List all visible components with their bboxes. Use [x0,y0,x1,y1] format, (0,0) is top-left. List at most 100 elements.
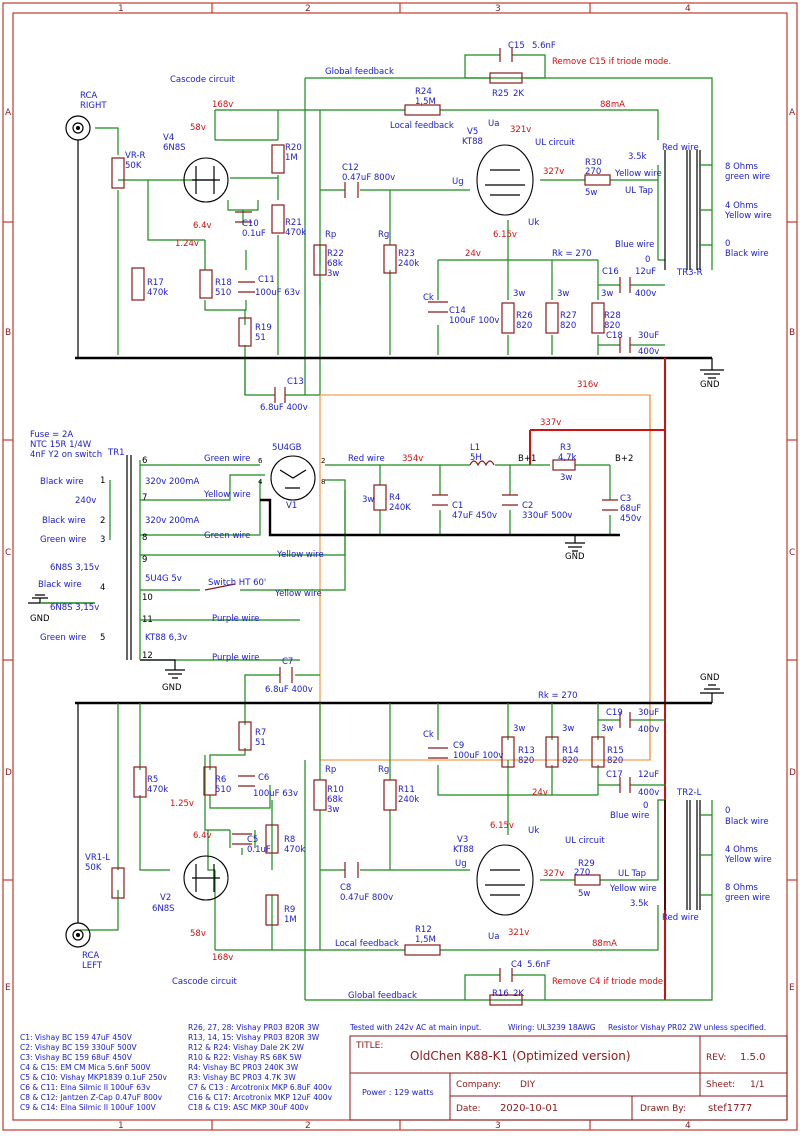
tr1-pin-3: 3 [100,535,105,545]
r9-name: R9 [284,905,295,915]
voltage-321v-right: 321v [510,125,531,135]
drawn-by-value: stef1777 [708,1103,752,1114]
potentiometer-vr1-l[interactable] [111,867,125,899]
choke-l1 [469,460,495,467]
tr1-pin-9: 9 [142,555,147,565]
r8-value: 470k [284,845,305,855]
potentiometer-vr-r[interactable] [111,157,125,189]
capacitor-c19 [619,712,631,728]
ul-circuit-left: UL circuit [565,836,605,846]
r13-name: R13 [518,746,535,756]
r15-watt: 3w [601,724,613,734]
resistor-r30 [584,174,611,186]
capacitor-c17 [619,777,631,793]
r10-watt: 3w [327,805,339,815]
gnd-symbol-heater [28,594,95,604]
title-block: TITLE: OldChen K88-K1 (Optimized version… [349,1035,788,1121]
r16-name: R16 [492,989,509,999]
gnd-symbol-left [700,684,724,703]
heater-kt88: KT88 6,3v [145,633,187,643]
parts-c1: C1: Vishay BC 159 47uF 450V [20,1033,133,1042]
c4-value: 5.6nF [527,960,551,970]
c18-value: 30uF [638,331,659,341]
note-resistor: Resistor Vishay PR02 2W unless specified… [608,1023,766,1032]
c8-name: C8 [340,883,351,893]
r12-name: R12 [415,925,432,935]
heater-5u4g: 5U4G 5v [145,574,182,584]
drawn-by-label: Drawn By: [640,1104,686,1114]
tube-v2-6n8s [183,855,229,901]
voltage-168v-right: 168v [212,100,233,110]
v1-pin-4: 4 [258,478,263,486]
c19-voltage: 400v [638,725,659,735]
cascode-label-left: Cascode circuit [172,977,238,987]
r4-value: 240K [389,503,411,513]
tr1-pin-7: 7 [142,493,147,503]
ck-label-left: Ck [423,730,434,740]
c2-name: C2 [522,501,533,511]
r10-value: 68k [327,795,343,805]
c19-name: C19 [606,708,623,718]
sec1-rating: 320v 200mA [145,477,199,487]
r9-value: 1M [284,915,297,925]
b2-label: B+2 [615,454,633,464]
black-wire-1: Black wire [40,477,84,487]
c7-value: 6.8uF 400v [265,685,313,695]
row-label-c-right: C [789,548,795,558]
r18-value: 510 [215,288,231,298]
red-wire-hv: Red wire [348,454,385,464]
resistor-r25 [489,72,523,84]
c13-value: 6.8uF 400v [260,403,308,413]
c15-name: C15 [508,41,525,51]
tr1-pin-2: 2 [100,516,105,526]
resistor-r4 [373,484,387,511]
switch-ht[interactable] [204,583,236,591]
ug-label-left: Ug [455,859,467,869]
rectifier-tube-5u4gb [270,455,316,501]
r30-value: 270 [585,167,601,177]
c17-voltage: 400v [638,788,659,798]
r15-name: R15 [607,746,624,756]
c13-name: C13 [287,377,304,387]
tr1-pin-6: 6 [142,456,147,466]
r30-watt: 5w [585,188,597,198]
ul-tap-left: UL Tap [618,869,646,879]
capacitor-c6 [238,775,255,787]
r8-name: R8 [284,835,295,845]
power-rating: Power : 129 watts [362,1088,434,1097]
resistor-r29 [574,874,601,886]
r13-value: 820 [518,756,534,766]
r22-value: 68k [327,259,343,269]
output-transformer-tr3 [664,150,712,270]
company-value: DIY [520,1080,536,1090]
r23-name: R23 [398,249,415,259]
voltage-58v-left: 58v [190,929,206,939]
voltage-354v: 354v [402,454,423,464]
resistor-r22 [313,244,327,276]
voltage-1.24v: 1.24v [175,239,199,249]
note-tested: Tested with 242v AC at main input. [349,1023,481,1032]
capacitor-c9 [428,747,448,759]
primary-240v: 240v [75,496,96,506]
voltage-6.4v-left: 6.4v [193,831,212,841]
c1-name: C1 [452,501,463,511]
out-0-left: 0 [725,806,730,816]
yellow-wire-ul-right: Yellow wire [614,169,662,179]
purple-wire-2: Purple wire [212,653,259,663]
r20-name: R20 [285,143,302,153]
c16-voltage: 400v [635,289,656,299]
r26-value: 820 [516,321,532,331]
capacitor-c3 [602,499,618,511]
r24-name: R24 [415,87,432,97]
c17-name: C17 [606,770,623,780]
capacitor-c13 [274,387,286,403]
v2-type: 6N8S [152,904,175,914]
local-feedback-left: Local feedback [335,939,399,949]
r19-value: 51 [255,333,266,343]
snubber-label: 4nF Y2 on switch [30,450,102,460]
c10-value: 0.1uF [242,229,266,239]
tr1-pin-4: 4 [100,583,105,593]
r6-value: 510 [215,785,231,795]
r15-value: 820 [607,756,623,766]
